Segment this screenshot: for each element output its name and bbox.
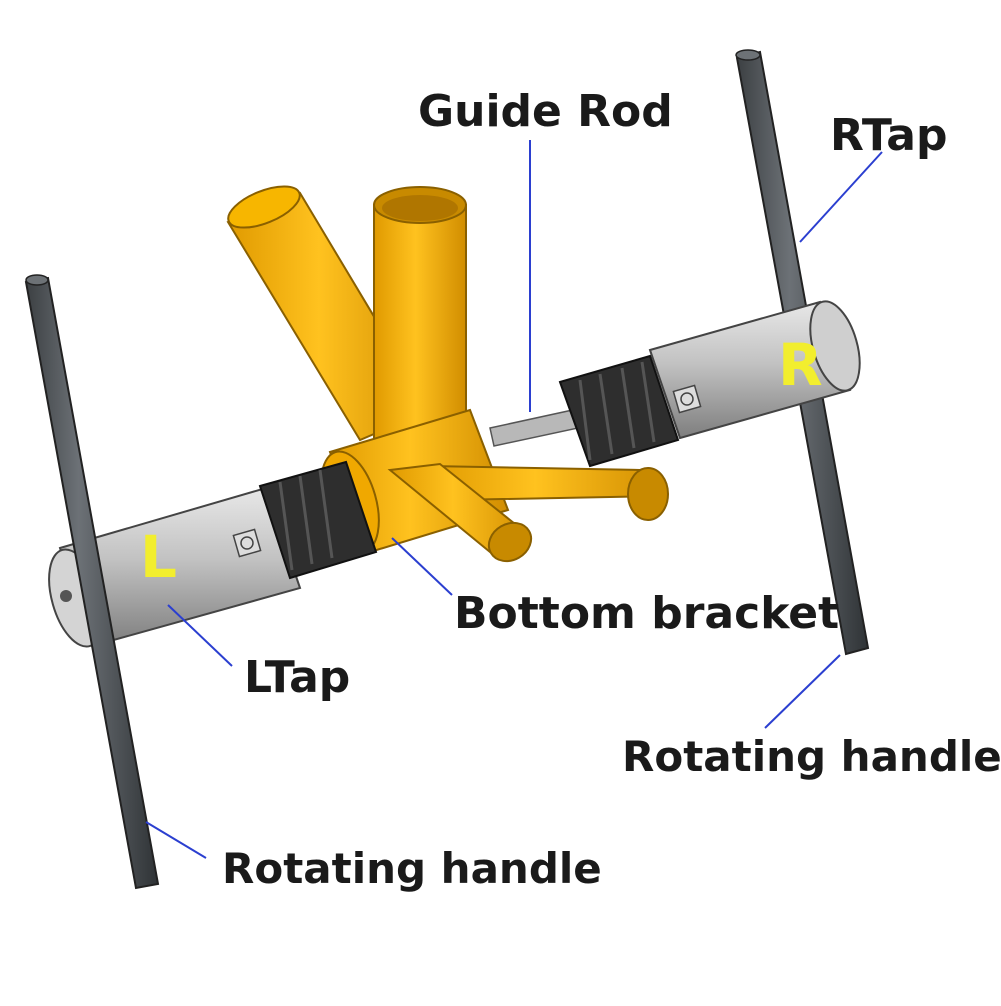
right-tap bbox=[558, 300, 861, 468]
left-tap bbox=[48, 460, 378, 648]
ltap-label: LTap bbox=[244, 652, 351, 703]
right-rotating-handle-label: Rotating handle bbox=[622, 732, 1001, 781]
leader-lines bbox=[145, 140, 883, 859]
right-side-mark: R bbox=[778, 331, 823, 399]
ltap-leader bbox=[167, 604, 233, 667]
left-side-mark: L bbox=[140, 523, 177, 591]
right-handle-leader bbox=[764, 654, 841, 729]
rtap-label: RTap bbox=[830, 110, 948, 161]
left-rotating-handle bbox=[24, 274, 160, 890]
left-handle-leader bbox=[145, 821, 207, 859]
guide-rod-label: Guide Rod bbox=[418, 86, 673, 137]
bottom-bracket-leader bbox=[391, 537, 453, 596]
frame-tube-vertical bbox=[373, 186, 467, 441]
frame-tube-chainstays bbox=[387, 462, 669, 563]
left-rotating-handle-label: Rotating handle bbox=[222, 844, 602, 893]
bottom-bracket-label: Bottom bracket bbox=[454, 588, 840, 639]
rtap-leader bbox=[799, 151, 883, 243]
